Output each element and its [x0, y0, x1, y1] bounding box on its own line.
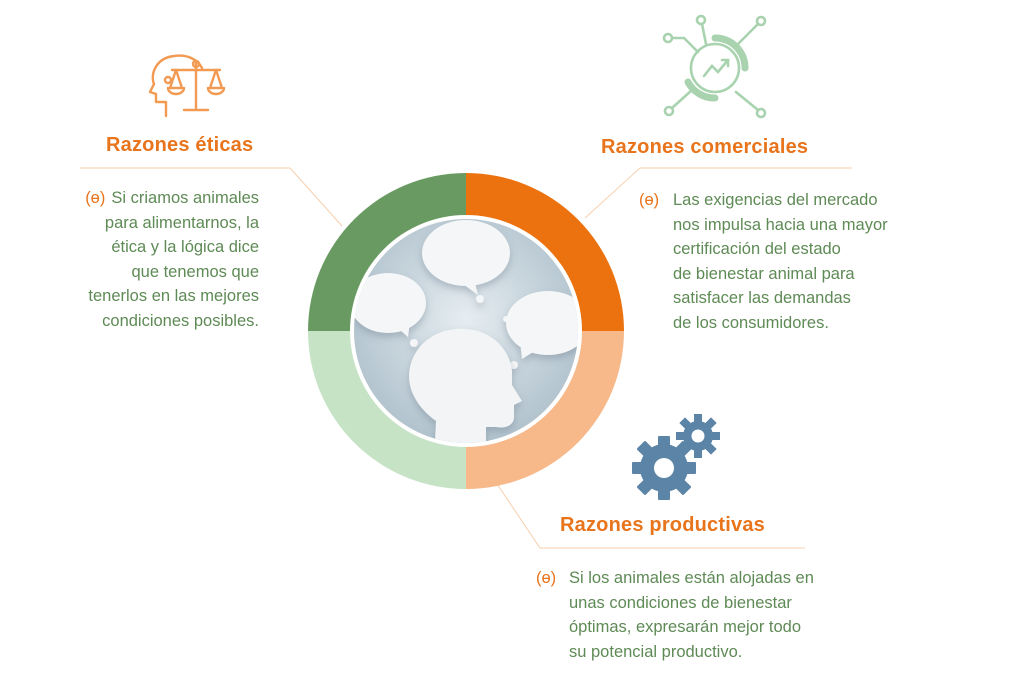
thought-bubble-left	[354, 273, 426, 333]
thought-bubbles-image	[354, 219, 578, 443]
text-productivas-line: Si los animales están alojadas en	[569, 569, 814, 587]
head-with-scales-icon	[148, 54, 226, 118]
connector-productivas	[492, 477, 805, 549]
thought-bubble-top	[422, 220, 510, 286]
connector-comerciales	[584, 167, 852, 219]
thought-bubble-right	[506, 291, 578, 355]
title-productivas: Razones productivas	[560, 514, 765, 536]
central-ring-diagram	[308, 173, 624, 489]
head-silhouette	[409, 328, 522, 443]
growth-circuit-icon	[662, 14, 767, 119]
title-comerciales: Razones comerciales	[601, 136, 809, 158]
text-comerciales-line: de bienestar animal para	[673, 264, 855, 283]
text-eticas-line: Si criamos animales	[111, 189, 259, 207]
gears-icon	[632, 414, 720, 500]
text-comerciales-line: de los consumidores.	[673, 313, 829, 332]
text-eticas-line: para alimentarnos, la	[104, 213, 259, 232]
text-comerciales-line: certificación del estado	[673, 240, 841, 258]
text-comerciales-line: satisfacer las demandas	[673, 289, 851, 307]
title-eticas: Razones éticas	[106, 134, 254, 156]
text-eticas: (ɵ) Si criamos animales para alimentarnos…	[85, 186, 259, 333]
text-eticas-line: condiciones posibles.	[102, 311, 259, 330]
text-productivas-line: óptimas, expresarán mejor todo	[569, 618, 802, 636]
text-eticas-line: tenerlos en las mejores	[88, 287, 259, 305]
text-comerciales-line: Las exigencias del mercado	[673, 191, 878, 209]
text-comerciales: Las exigencias del mercado nos impulsa h…	[673, 188, 888, 335]
bullet-comerciales: (ɵ)	[639, 191, 660, 209]
text-eticas-line: que tenemos que	[131, 262, 259, 281]
text-productivas: Si los animales están alojadas en unas c…	[569, 566, 814, 664]
text-comerciales-line: nos impulsa hacia una mayor	[673, 215, 888, 234]
bullet-eticas: (ɵ)	[85, 189, 106, 207]
text-productivas-line: unas condiciones de bienestar	[569, 593, 792, 612]
text-eticas-line: ética y la lógica dice	[111, 238, 259, 256]
text-productivas-line: su potencial productivo.	[569, 642, 743, 661]
connector-eticas	[80, 167, 343, 227]
bullet-productivas: (ɵ)	[536, 569, 557, 587]
